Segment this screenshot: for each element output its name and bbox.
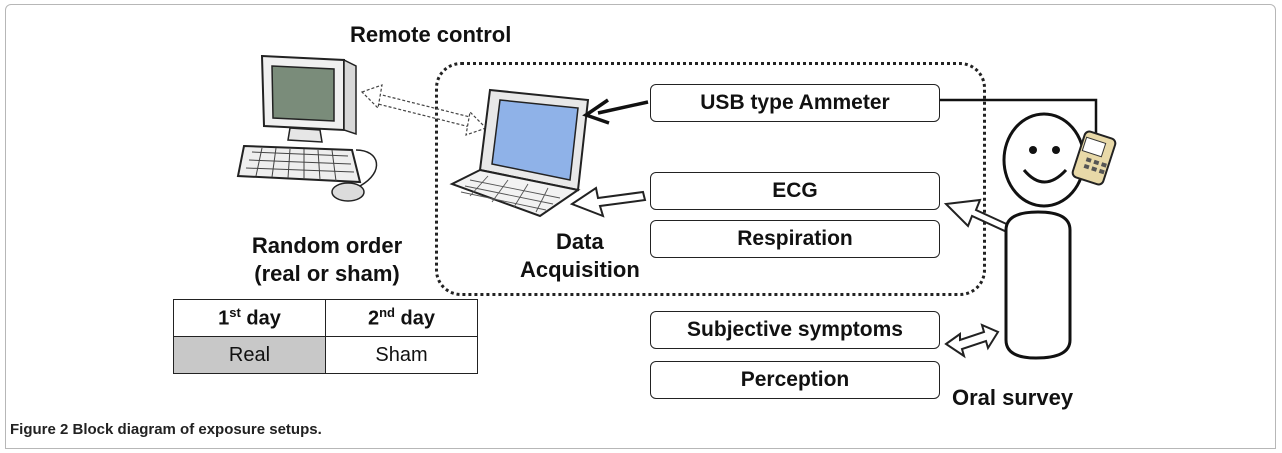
order-table: 1st day 2nd day Real Sham: [173, 299, 478, 374]
mobile-phone-icon: [1071, 130, 1117, 186]
laptop-icon: [449, 88, 590, 218]
person-icon: [1002, 112, 1086, 360]
day1-header: 1st day: [173, 299, 326, 337]
subjective-symptoms-box: Subjective symptoms: [650, 311, 940, 349]
figure-caption: Figure 2 Block diagram of exposure setup…: [10, 421, 322, 438]
remote-link-arrow: [360, 84, 488, 136]
perception-box: Perception: [650, 361, 940, 399]
remote-control-label: Remote control: [350, 22, 512, 47]
data-acquisition-label: Data Acquisition: [520, 229, 640, 282]
survey-double-arrow: [944, 323, 1000, 359]
day2-value: Sham: [325, 336, 478, 374]
data-acquisition-region: [435, 62, 986, 296]
usb-ammeter-box: USB type Ammeter: [650, 84, 940, 122]
desktop-computer-icon: [236, 54, 378, 202]
table-row: Real Sham: [173, 336, 478, 374]
respiration-box: Respiration: [650, 220, 940, 258]
day1-value: Real: [173, 336, 326, 374]
ecg-box: ECG: [650, 172, 940, 210]
usb-to-laptop-arrow: [582, 98, 649, 125]
day2-header: 2nd day: [325, 299, 478, 337]
ammeter-wire: [940, 98, 1098, 136]
signal-to-laptop-arrow: [569, 186, 647, 218]
figure-frame: [5, 4, 1276, 449]
random-order-label: Random order (real or sham): [251, 233, 403, 286]
oral-survey-label: Oral survey: [952, 385, 1074, 410]
table-header-row: 1st day 2nd day: [173, 299, 478, 337]
